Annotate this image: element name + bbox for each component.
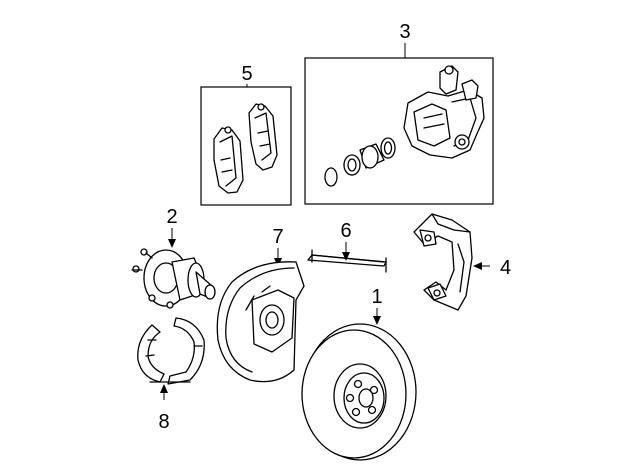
splash-shield-group: 7 <box>216 226 305 383</box>
outer-brake-pad <box>248 103 278 171</box>
callout-7: 7 <box>272 226 283 248</box>
caliper-bracket <box>413 213 473 311</box>
piston-seal <box>343 154 361 176</box>
caliper-group: 3 <box>304 21 494 205</box>
callout-2: 2 <box>166 206 177 228</box>
callout-1: 1 <box>371 286 382 308</box>
dust-seal-ring <box>324 167 338 187</box>
callout-8: 8 <box>158 411 169 433</box>
wear-sensor <box>307 249 387 273</box>
piston-seals <box>324 137 396 187</box>
caliper-housing <box>403 65 485 159</box>
piston-boot <box>380 137 396 159</box>
brake-rotor-group: 1 <box>301 286 417 461</box>
hub-bearing-group: 2 <box>131 206 216 309</box>
brake-pads-group: 5 <box>200 63 292 206</box>
brake-shoes <box>137 317 205 385</box>
callout-5: 5 <box>241 63 252 85</box>
callout-6: 6 <box>340 220 351 242</box>
caliper-box <box>304 57 494 205</box>
parking-brake-shoes-group: 8 <box>137 317 205 433</box>
callout-3: 3 <box>399 21 410 43</box>
wear-sensor-group: 6 <box>307 220 387 273</box>
brake-rotor <box>301 323 417 461</box>
splash-shield <box>216 261 305 383</box>
callout-4: 4 <box>500 257 511 279</box>
pads-box <box>200 86 292 206</box>
inner-brake-pad <box>213 126 244 194</box>
caliper-bracket-group: 4 <box>413 213 511 311</box>
hub-assembly <box>131 248 216 309</box>
